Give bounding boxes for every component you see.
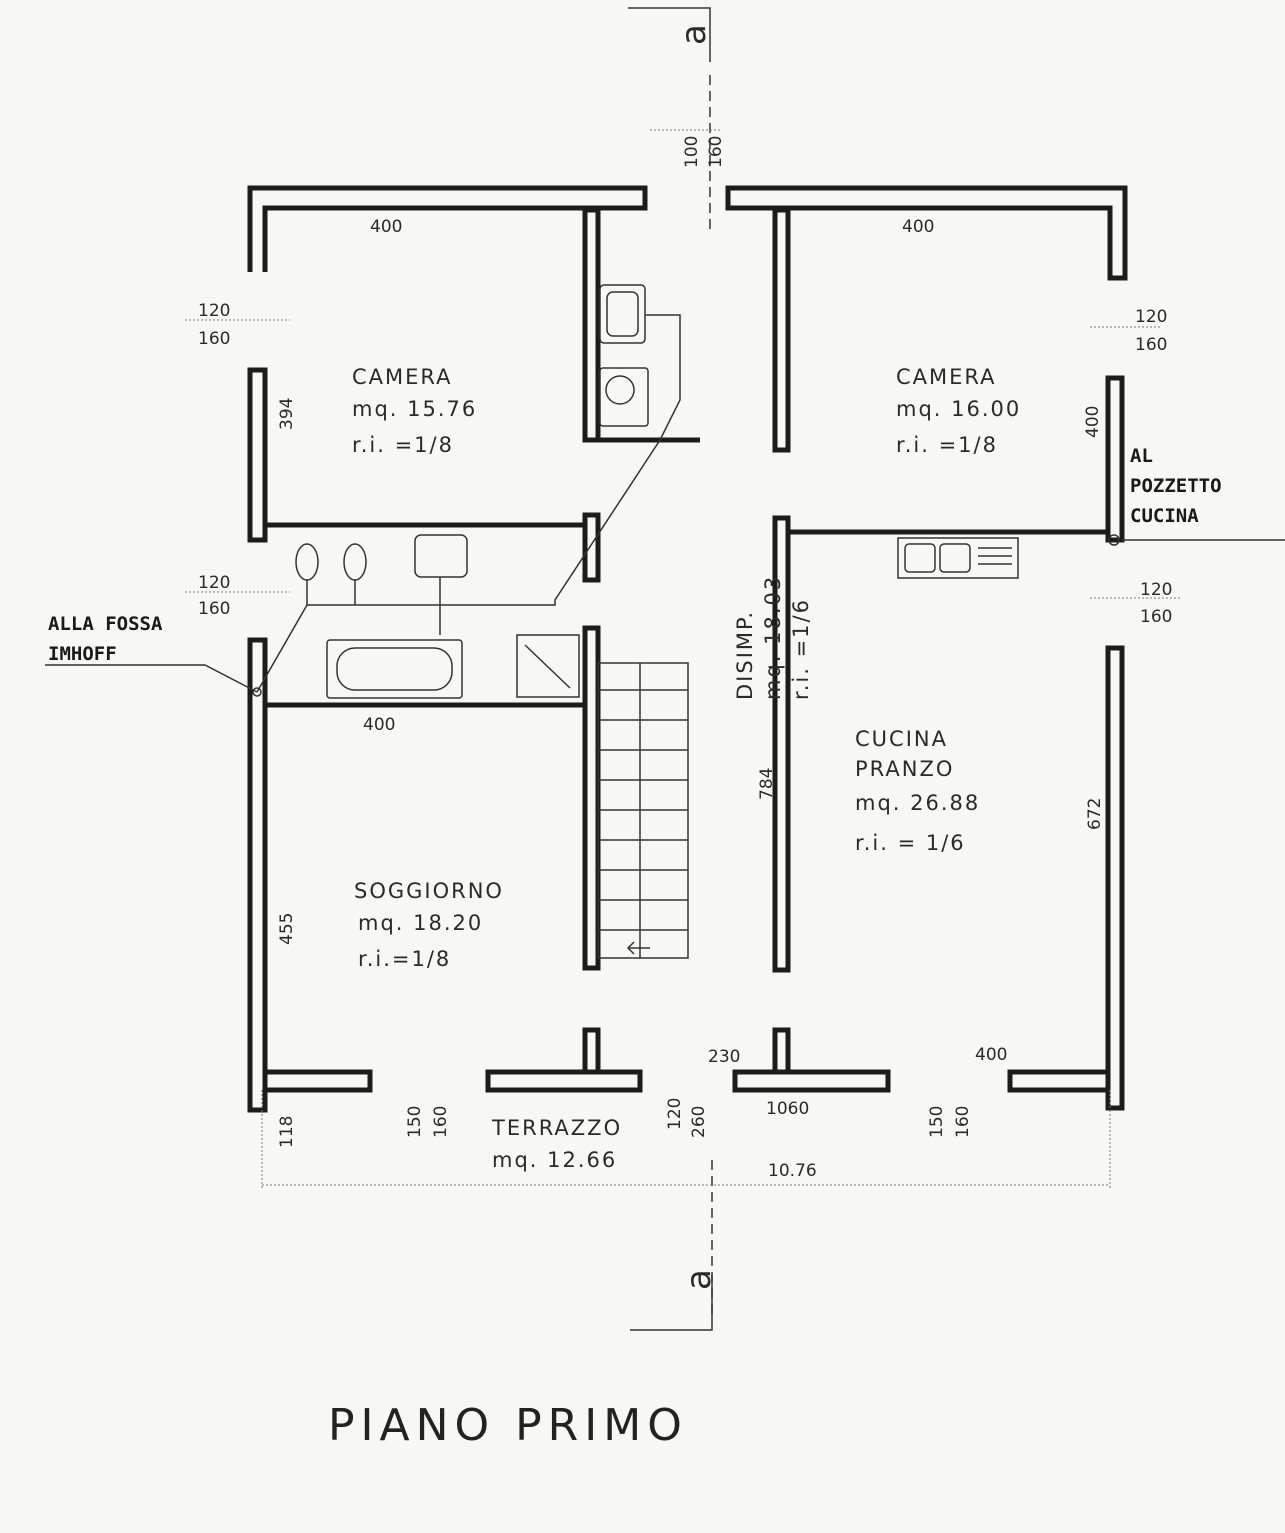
section-label-top: a bbox=[674, 24, 714, 45]
room-disimp: DISIMP. mq. 18.03 r.i. =1/6 bbox=[733, 575, 813, 700]
section-mark-bottom: a bbox=[630, 1160, 719, 1331]
dim-mid-right-120: 120 bbox=[1140, 580, 1172, 600]
section-label-bottom: a bbox=[679, 1269, 719, 1290]
room-area-terrazzo: mq. 12.66 bbox=[492, 1148, 617, 1172]
dimension-lines bbox=[185, 129, 1180, 1190]
room-name-pranzo: PRANZO bbox=[855, 757, 954, 781]
note-pozzetto-line1: AL bbox=[1130, 445, 1153, 467]
room-name-camera-right: CAMERA bbox=[896, 365, 997, 389]
dim-v-455: 455 bbox=[277, 913, 297, 945]
bathroom-fixtures bbox=[45, 439, 661, 699]
kitchen-fixtures-small bbox=[599, 284, 681, 441]
room-name-camera-left: CAMERA bbox=[352, 365, 453, 389]
room-name-soggiorno: SOGGIORNO bbox=[354, 879, 504, 903]
dim-left-160: 160 bbox=[198, 329, 230, 349]
dim-118: 118 bbox=[277, 1116, 297, 1148]
room-area-soggiorno: mq. 18.20 bbox=[358, 911, 483, 935]
dim-bath-400: 400 bbox=[363, 715, 395, 735]
dim-top-left-400: 400 bbox=[370, 217, 402, 237]
dim-right-160: 160 bbox=[1135, 335, 1167, 355]
room-ri-soggiorno: r.i.=1/8 bbox=[358, 947, 451, 971]
room-area-camera-right: mq. 16.00 bbox=[896, 397, 1021, 421]
dim-left-120: 120 bbox=[198, 301, 230, 321]
dim-150-left: 150 bbox=[405, 1106, 425, 1138]
stairs bbox=[597, 662, 689, 959]
dim-right-120: 120 bbox=[1135, 307, 1167, 327]
dim-150-right: 150 bbox=[927, 1106, 947, 1138]
dim-230: 230 bbox=[708, 1047, 740, 1067]
note-pozzetto-line2: POZZETTO bbox=[1130, 475, 1222, 497]
dim-160-left: 160 bbox=[431, 1106, 451, 1138]
dim-v-672: 672 bbox=[1085, 798, 1105, 830]
room-ri-camera-right: r.i. =1/8 bbox=[896, 433, 998, 457]
note-fossa-line1: ALLA FOSSA bbox=[48, 613, 163, 635]
dim-mid-right-160: 160 bbox=[1140, 607, 1172, 627]
room-area-cucina: mq. 26.88 bbox=[855, 791, 980, 815]
room-ri-disimp: r.i. =1/6 bbox=[789, 598, 813, 700]
dim-400-bottom: 400 bbox=[975, 1045, 1007, 1065]
room-ri-cucina: r.i. = 1/6 bbox=[855, 831, 966, 855]
room-name-disimp: DISIMP. bbox=[733, 610, 757, 700]
room-ri-camera-left: r.i. =1/8 bbox=[352, 433, 454, 457]
dim-top-160: 160 bbox=[706, 136, 726, 168]
drawing-title: PIANO PRIMO bbox=[328, 1400, 688, 1451]
note-pozzetto-line3: CUCINA bbox=[1130, 505, 1199, 527]
room-area-camera-left: mq. 15.76 bbox=[352, 397, 477, 421]
dim-1060: 1060 bbox=[766, 1099, 809, 1119]
room-area-disimp: mq. 18.03 bbox=[761, 575, 785, 700]
interior-walls bbox=[265, 207, 1108, 1075]
dim-160-right: 160 bbox=[953, 1106, 973, 1138]
dim-mid-left-160: 160 bbox=[198, 599, 230, 619]
dim-1076: 10.76 bbox=[768, 1161, 817, 1181]
dim-mid-left-120: 120 bbox=[198, 573, 230, 593]
room-name-cucina: CUCINA bbox=[855, 727, 948, 751]
dim-top-100: 100 bbox=[682, 136, 702, 168]
dim-120-bottom: 120 bbox=[665, 1098, 685, 1130]
dim-260-bottom: 260 bbox=[689, 1106, 709, 1138]
dim-v-400: 400 bbox=[1083, 406, 1103, 438]
outer-walls bbox=[247, 185, 1128, 1113]
section-mark-top: a bbox=[628, 7, 714, 235]
note-fossa-line2: IMHOFF bbox=[48, 643, 117, 665]
dim-v-784: 784 bbox=[757, 768, 777, 800]
dim-top-right-400: 400 bbox=[902, 217, 934, 237]
dim-v-394: 394 bbox=[277, 398, 297, 430]
kitchen-fixtures bbox=[897, 534, 1285, 579]
room-name-terrazzo: TERRAZZO bbox=[491, 1116, 622, 1140]
